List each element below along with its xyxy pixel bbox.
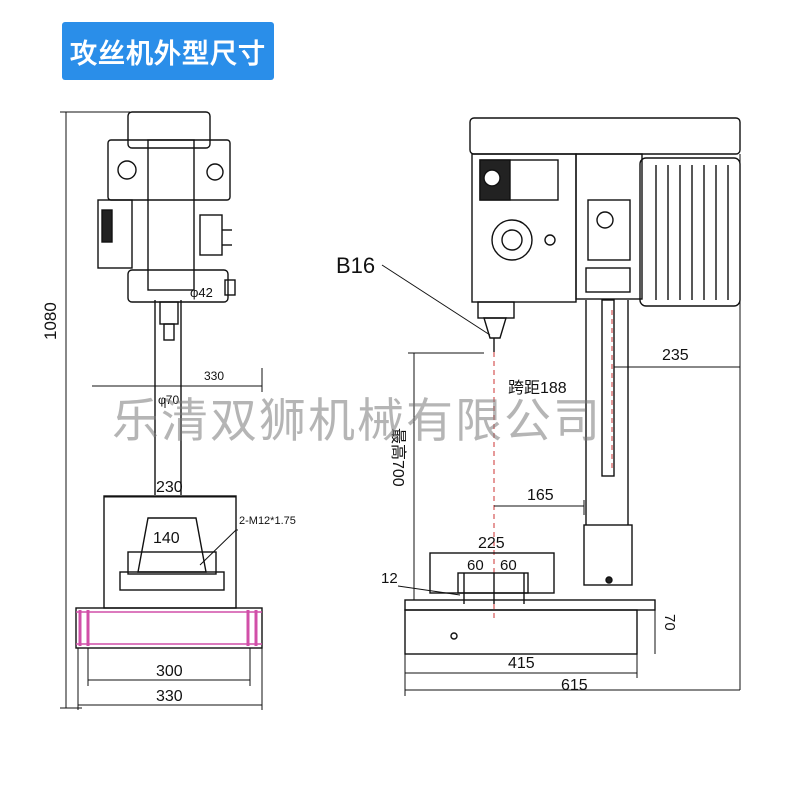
reach-label: 235 bbox=[662, 347, 689, 364]
slot-left-label: 60 bbox=[467, 557, 484, 574]
title-text: 攻丝机外型尺寸 bbox=[70, 38, 266, 70]
overall-length-label: 615 bbox=[561, 677, 588, 694]
bolts-label: 2-M12*1.75 bbox=[239, 515, 296, 527]
base-inner-label: 140 bbox=[153, 530, 180, 547]
span-label: 跨距188 bbox=[508, 379, 567, 397]
max-height-label: 最高700 bbox=[389, 428, 407, 487]
spindle-dia-label: φ42 bbox=[190, 285, 213, 300]
title-banner: 攻丝机外型尺寸 bbox=[62, 22, 274, 80]
depth-top-label: 330 bbox=[204, 369, 224, 383]
side-view bbox=[381, 117, 741, 696]
base-width-label: 300 bbox=[156, 663, 183, 680]
slot-width-label: 12 bbox=[381, 570, 398, 587]
table-width-label: 230 bbox=[156, 479, 183, 496]
base-height-label: 70 bbox=[661, 614, 678, 631]
height-label: 1080 bbox=[41, 302, 60, 340]
column-offset-label: 165 bbox=[527, 487, 554, 504]
overall-width-label: 330 bbox=[156, 688, 183, 705]
slot-right-label: 60 bbox=[500, 557, 517, 574]
base-length-label: 415 bbox=[508, 655, 535, 672]
spindle-type-label: B16 bbox=[336, 253, 375, 278]
table-length-label: 225 bbox=[478, 535, 505, 552]
column-dia-label: φ70 bbox=[158, 393, 179, 407]
front-view bbox=[60, 111, 263, 710]
